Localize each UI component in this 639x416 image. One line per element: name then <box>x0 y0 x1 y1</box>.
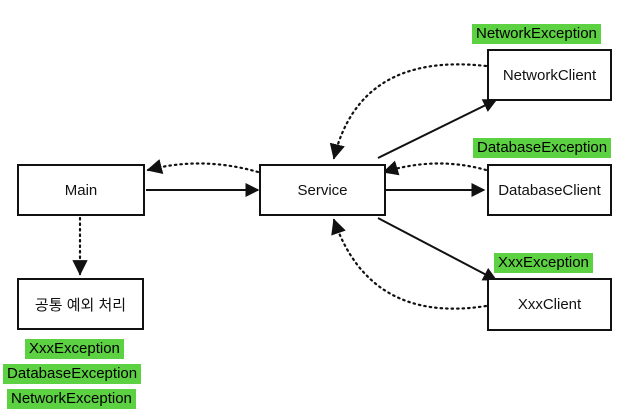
main-node: Main <box>17 164 145 216</box>
common-network-exception-tag: NetworkException <box>7 389 136 409</box>
xxx-client-label: XxxClient <box>517 296 582 313</box>
common-handler-node: 공통 예외 처리 <box>17 278 144 330</box>
main-node-label: Main <box>64 181 98 199</box>
exception-arrow-database-service <box>382 160 488 176</box>
call-arrow-service-network <box>377 99 498 159</box>
network-client-node: NetworkClient <box>487 49 612 101</box>
network-exception-tag: NetworkException <box>472 24 601 44</box>
exception-arrow-network-service <box>329 63 488 160</box>
exception-arrow-service-main <box>146 159 260 174</box>
xxx-client-node: XxxClient <box>487 278 612 331</box>
database-client-label: DatabaseClient <box>498 181 601 199</box>
common-handler-label: 공통 예외 처리 <box>34 296 127 314</box>
service-node: Service <box>259 164 386 216</box>
service-node-label: Service <box>297 181 348 199</box>
call-arrow-service-xxx <box>377 217 498 281</box>
common-xxx-exception-tag: XxxException <box>25 339 124 359</box>
network-client-label: NetworkClient <box>502 66 597 84</box>
database-exception-tag: DatabaseException <box>473 138 612 158</box>
xxx-exception-tag: XxxException <box>494 253 593 273</box>
exception-arrow-xxx-service <box>331 218 488 310</box>
database-client-node: DatabaseClient <box>487 164 612 216</box>
common-database-exception-tag: DatabaseException <box>3 364 142 384</box>
